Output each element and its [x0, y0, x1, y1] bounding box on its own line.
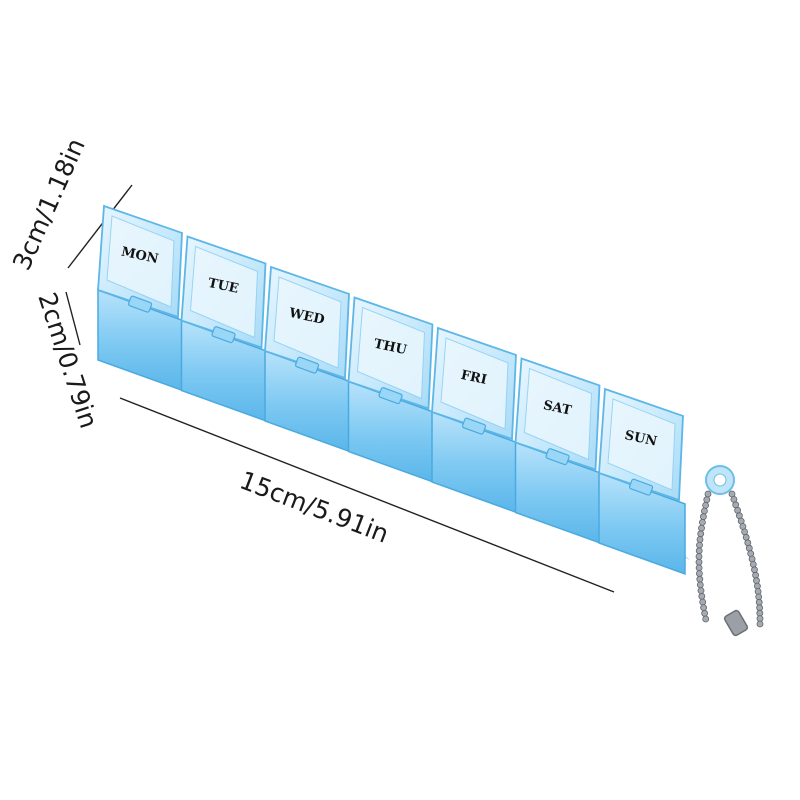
chain-bead	[697, 530, 705, 538]
day-label-wed: WED	[287, 306, 326, 328]
chain-bead	[695, 547, 703, 555]
chain-bead	[699, 598, 707, 606]
day-label-sun: SUN	[623, 428, 658, 449]
chain-bead	[742, 533, 750, 541]
chain-bead	[756, 620, 764, 628]
chain-bead	[732, 501, 740, 509]
height-dimension-label: 3cm/1.18in	[7, 134, 91, 275]
chain-bead	[696, 581, 704, 589]
compartment-sat: SAT	[514, 357, 603, 545]
chain-clasp	[723, 609, 749, 637]
compartment-thu: THU	[347, 296, 436, 484]
chain-bead	[695, 558, 703, 566]
pill-organizer: MON TUE WED THU FRI SAT SUN	[97, 204, 690, 576]
lid-panel	[607, 398, 676, 491]
chain-bead	[699, 519, 706, 526]
chain-bead	[695, 553, 703, 560]
latch-tab[interactable]	[461, 417, 487, 435]
chain-bead	[701, 507, 708, 515]
lid-panel	[106, 215, 175, 308]
lid-panel	[273, 276, 342, 369]
day-label-sat: SAT	[542, 398, 573, 419]
chain-bead	[752, 571, 759, 579]
chain-bead	[697, 587, 705, 594]
compartment-sun: SUN	[598, 387, 686, 576]
chain-loop-hole	[713, 473, 727, 487]
chain-bead	[701, 609, 708, 617]
length-dimension-label: 15cm/5.91in	[236, 466, 393, 549]
chain-bead	[755, 598, 763, 606]
lid-panel	[189, 245, 259, 339]
latch-tab[interactable]	[628, 478, 654, 496]
chain-bead	[695, 564, 703, 572]
day-label-thu: THU	[372, 337, 408, 359]
length-dimension-line	[119, 397, 615, 593]
compartment-fri: FRI	[431, 326, 519, 515]
day-label-tue: TUE	[207, 276, 240, 297]
compartment-wed: WED	[264, 265, 352, 454]
chain-bead	[702, 615, 710, 623]
lid-panel	[523, 367, 593, 461]
compartment-tue: TUE	[180, 235, 269, 423]
compartment-body	[598, 471, 686, 576]
width-dimension-line	[65, 291, 81, 346]
chain-bead	[696, 541, 703, 549]
latch-tab[interactable]	[294, 356, 320, 374]
chain-bead	[703, 496, 711, 504]
chain-bead	[696, 575, 704, 583]
key-chain	[695, 465, 764, 637]
chain-bead	[700, 604, 707, 611]
chain-bead	[704, 490, 712, 498]
height-dimension-line	[67, 184, 133, 269]
lid-panel	[356, 306, 426, 400]
compartment-mon: MON	[97, 204, 185, 393]
latch-tab[interactable]	[127, 295, 153, 313]
chain-bead	[751, 566, 758, 574]
width-dimension-label: 2cm/0.79in	[32, 289, 103, 432]
chain-bead	[700, 513, 707, 521]
chain-bead	[753, 577, 760, 585]
chain-bead	[748, 555, 756, 563]
chain-bead	[702, 501, 709, 509]
chain-bead	[749, 561, 757, 568]
latch-tab[interactable]	[378, 387, 403, 405]
chain-bead	[698, 592, 706, 600]
chain-bead	[696, 570, 703, 577]
chain-bead	[696, 536, 704, 543]
chain-bead	[698, 524, 705, 532]
lid-panel	[440, 337, 509, 430]
latch-tab[interactable]	[545, 448, 570, 466]
day-label-fri: FRI	[459, 368, 488, 388]
latch-tab[interactable]	[211, 326, 236, 344]
